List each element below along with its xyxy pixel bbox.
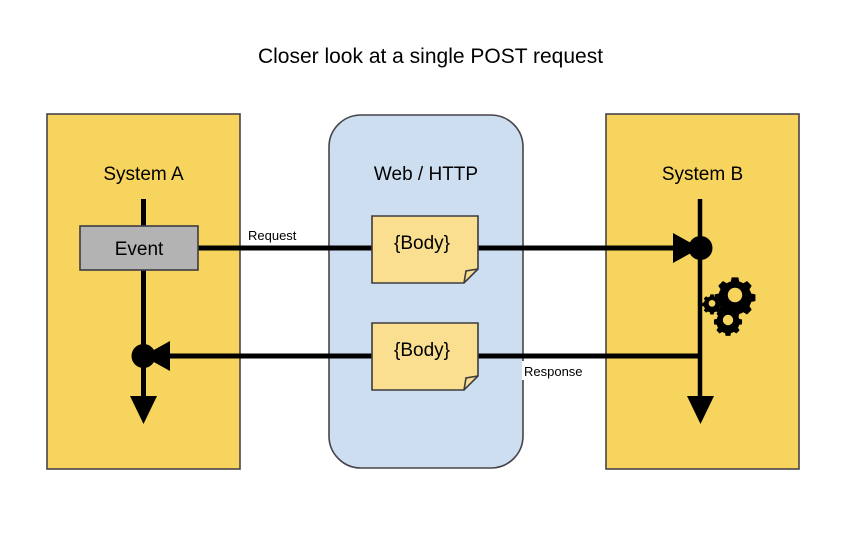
request-body-note[interactable]: {Body} (371, 215, 479, 284)
system-b-receive-junction (688, 236, 713, 260)
system-a-label: System A (103, 164, 184, 185)
event-node-label: Event (115, 239, 164, 260)
request-label-backdrop (246, 225, 318, 244)
request-edge-label: Request (246, 225, 318, 244)
response-label-text: Response (524, 364, 583, 379)
lane-system-b[interactable]: System B (605, 113, 800, 470)
page-title: Closer look at a single POST request (258, 45, 603, 68)
system-a-receive-junction (131, 344, 156, 368)
response-body-note-shape[interactable] (371, 322, 479, 391)
gear-large-hub (727, 287, 743, 303)
system-b-terminal-arrowhead (687, 396, 714, 424)
response-body-note[interactable]: {Body} (371, 322, 479, 391)
lane-web-http[interactable]: Web / HTTP (328, 114, 524, 469)
request-body-note-shape[interactable] (371, 215, 479, 284)
web-http-label: Web / HTTP (374, 164, 478, 185)
request-body-note-label: {Body} (394, 233, 450, 254)
response-label-backdrop (522, 361, 604, 380)
gear-small-hub (708, 300, 716, 307)
system-b-label: System B (662, 164, 743, 185)
gear-medium-hub (722, 314, 734, 326)
response-edge-label: Response (522, 361, 604, 380)
request-label-text: Request (248, 228, 297, 243)
event-node-box[interactable] (79, 225, 199, 271)
response-body-note-fold (463, 375, 479, 391)
request-body-note-fold (463, 268, 479, 284)
system-a-terminal-arrowhead (130, 396, 157, 424)
gears-icon (701, 277, 756, 336)
response-body-note-label: {Body} (394, 340, 450, 361)
event-node[interactable]: Event (79, 225, 199, 271)
request-arrowhead (673, 233, 700, 263)
response-arrowhead (143, 341, 170, 371)
